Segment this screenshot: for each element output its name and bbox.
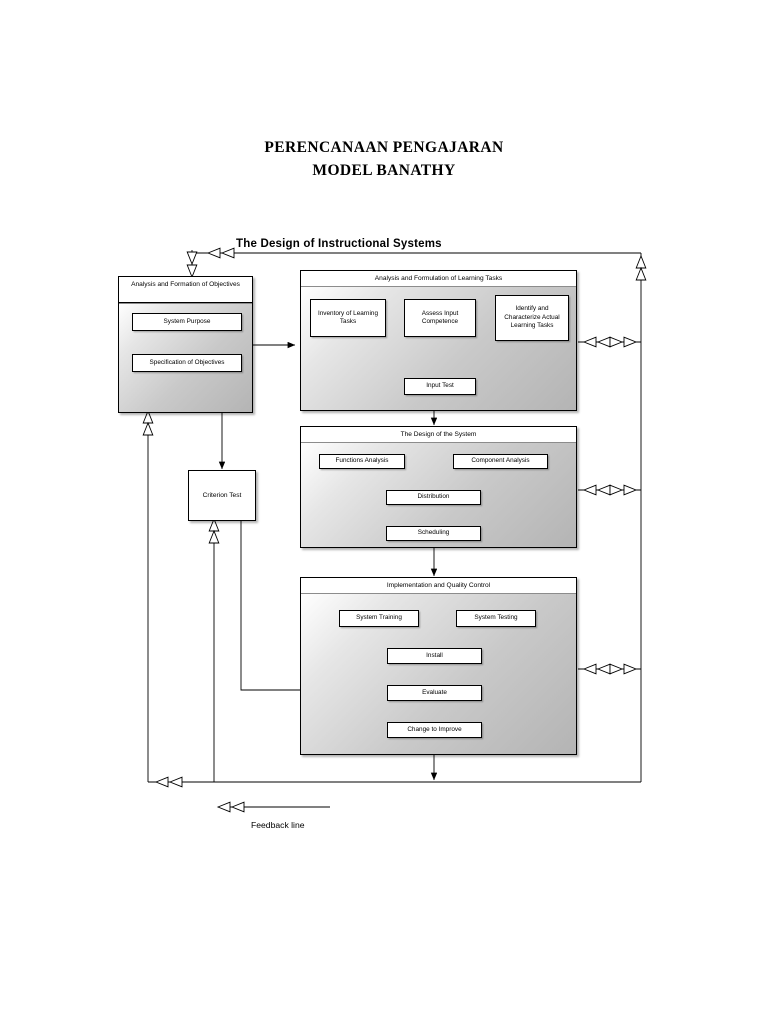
node-criterion-test[interactable]: Criterion Test [188, 470, 256, 521]
node-component-analysis[interactable]: Component Analysis [453, 454, 548, 469]
legend-feedback-line-label: Feedback line [251, 820, 305, 830]
node-distribution[interactable]: Distribution [386, 490, 481, 505]
node-system-training[interactable]: System Training [339, 610, 419, 627]
node-system-testing[interactable]: System Testing [456, 610, 536, 627]
page-title-line-1: PERENCANAAN PENGAJARAN [264, 139, 504, 156]
panel-analysis-and-formulation-of-learning-tasks[interactable]: Analysis and Formulation of Learning Tas… [300, 270, 577, 411]
node-functions-analysis[interactable]: Functions Analysis [319, 454, 405, 469]
panel-analysis-and-formation-of-objectives[interactable]: Analysis and Formation of Objectives Sys… [118, 276, 253, 413]
node-scheduling[interactable]: Scheduling [386, 526, 481, 541]
node-specification-of-objectives[interactable]: Specification of Objectives [132, 354, 242, 372]
panel-implementation-and-quality-control[interactable]: Implementation and Quality Control Syste… [300, 577, 577, 755]
panel-header-implementation: Implementation and Quality Control [301, 578, 576, 594]
panel-header-design-system: The Design of the System [301, 427, 576, 443]
diagram-heading: The Design of Instructional Systems [236, 238, 442, 250]
node-evaluate[interactable]: Evaluate [387, 685, 482, 701]
node-system-purpose[interactable]: System Purpose [132, 313, 242, 331]
node-input-test[interactable]: Input Test [404, 378, 476, 395]
page-title: PERENCANAAN PENGAJARAN MODEL BANATHY [0, 136, 768, 182]
node-identify-and-characterize-actual-learning-tasks[interactable]: Identify and Characterize Actual Learnin… [495, 295, 569, 341]
panel-header-objectives: Analysis and Formation of Objectives [119, 277, 252, 303]
panel-header-learning-tasks: Analysis and Formulation of Learning Tas… [301, 271, 576, 287]
node-install[interactable]: Install [387, 648, 482, 664]
panel-the-design-of-the-system[interactable]: The Design of the System Functions Analy… [300, 426, 577, 548]
node-change-to-improve[interactable]: Change to Improve [387, 722, 482, 738]
page-title-line-2: MODEL BANATHY [312, 162, 456, 179]
node-assess-input-competence[interactable]: Assess Input Competence [404, 299, 476, 337]
node-inventory-of-learning-tasks[interactable]: Inventory of Learning Tasks [310, 299, 386, 337]
